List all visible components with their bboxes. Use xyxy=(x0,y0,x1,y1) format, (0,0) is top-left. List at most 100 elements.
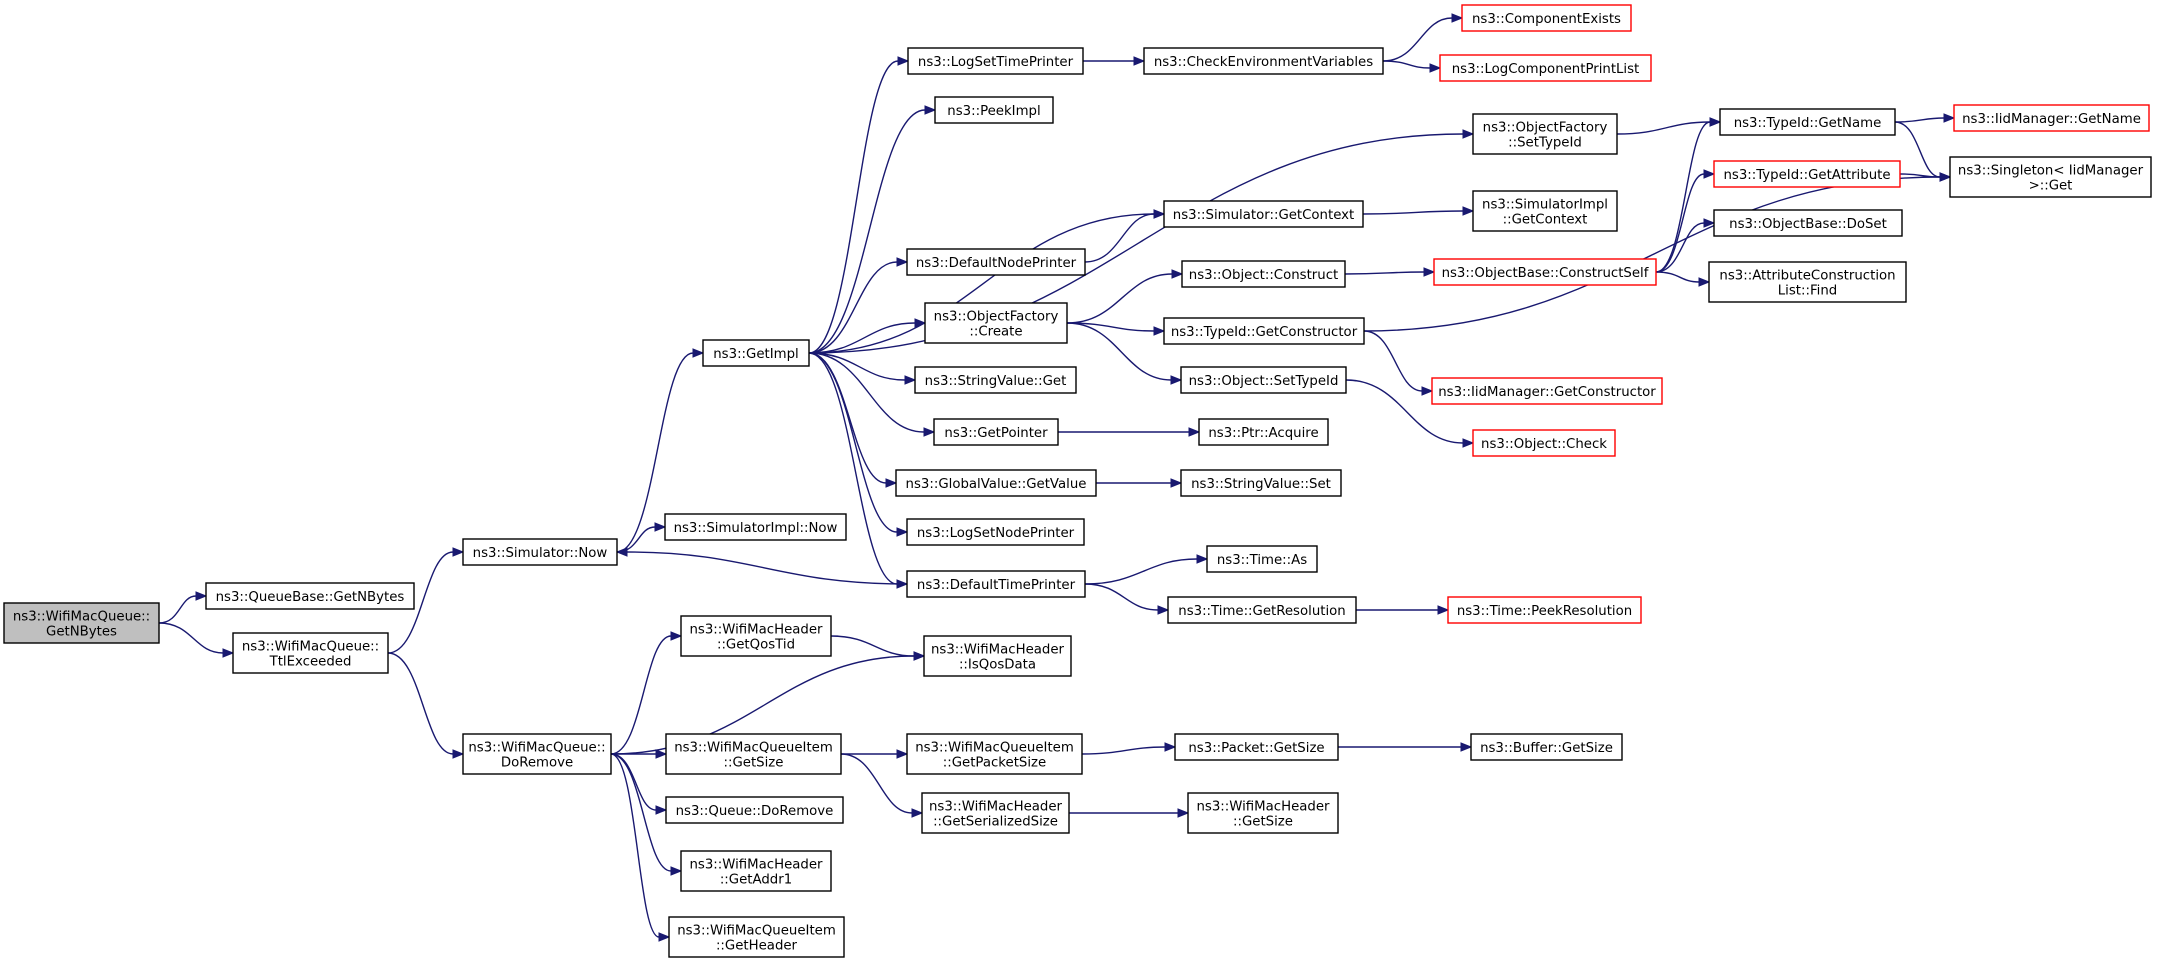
edge-line xyxy=(610,753,672,872)
arrowhead-icon xyxy=(1703,169,1716,179)
node-hdrgetsize[interactable]: ns3::WifiMacHeader::GetSize xyxy=(1187,792,1339,834)
edge-itemgetsize-to-getsersize xyxy=(840,753,924,818)
node-label: ::GetPacketSize xyxy=(943,756,1046,771)
node-defnodeprinter[interactable]: ns3::DefaultNodePrinter xyxy=(906,248,1086,276)
node-isqosdata[interactable]: ns3::WifiMacHeader::IsQosData xyxy=(923,635,1072,677)
arrowhead-icon xyxy=(923,427,936,437)
node-objcheck[interactable]: ns3::Object::Check xyxy=(1472,429,1616,457)
node-getpointer[interactable]: ns3::GetPointer xyxy=(933,418,1059,446)
arrowhead-icon xyxy=(914,318,927,328)
edge-line xyxy=(610,635,672,755)
arrowhead-icon xyxy=(1939,172,1952,182)
node-iidgetconstructor[interactable]: ns3::IidManager::GetConstructor xyxy=(1431,377,1663,405)
node-itemgetheader[interactable]: ns3::WifiMacQueueItem::GetHeader xyxy=(668,916,845,958)
node-box xyxy=(1163,317,1365,345)
node-obdoset[interactable]: ns3::ObjectBase::DoSet xyxy=(1713,209,1903,237)
node-checkenv[interactable]: ns3::CheckEnvironmentVariables xyxy=(1143,47,1384,75)
node-singletonget[interactable]: ns3::Singleton< IidManager>::Get xyxy=(1949,156,2152,198)
node-logsettimeprinter[interactable]: ns3::LogSetTimePrinter xyxy=(907,47,1084,75)
node-tidgetname[interactable]: ns3::TypeId::GetName xyxy=(1719,108,1896,136)
edge-tidgetconstructor-to-singletonget xyxy=(1363,172,1952,332)
node-queuedoremove[interactable]: ns3::Queue::DoRemove xyxy=(665,796,844,824)
node-simgetcontext[interactable]: ns3::Simulator::GetContext xyxy=(1163,200,1364,228)
node-root[interactable]: ns3::WifiMacQueue::GetNBytes xyxy=(3,602,160,644)
node-getaddr1[interactable]: ns3::WifiMacHeader::GetAddr1 xyxy=(680,850,832,892)
edge-ttl-to-doremove xyxy=(387,652,465,759)
node-box xyxy=(924,302,1068,344)
node-box xyxy=(1433,258,1657,286)
node-objsettypeid[interactable]: ns3::Object::SetTypeId xyxy=(1180,366,1347,394)
node-timepeekres[interactable]: ns3::Time::PeekResolution xyxy=(1447,596,1642,624)
node-getsersize[interactable]: ns3::WifiMacHeader::GetSerializedSize xyxy=(921,792,1070,834)
arrowhead-icon xyxy=(655,805,668,815)
edge-line xyxy=(158,622,224,654)
node-label: ::GetHeader xyxy=(716,939,798,954)
node-svset[interactable]: ns3::StringValue::Set xyxy=(1180,469,1342,497)
node-deftimeprinter[interactable]: ns3::DefaultTimePrinter xyxy=(906,570,1086,598)
node-box xyxy=(1713,160,1901,188)
edge-line xyxy=(1616,121,1711,135)
node-itemgetsize[interactable]: ns3::WifiMacQueueItem::GetSize xyxy=(665,733,842,775)
node-gvgetvalue[interactable]: ns3::GlobalValue::GetValue xyxy=(895,469,1097,497)
node-tidgetconstructor[interactable]: ns3::TypeId::GetConstructor xyxy=(1163,317,1365,345)
edge-obconstructself-to-tidgetattribute xyxy=(1655,169,1716,273)
call-nodes: ns3::WifiMacQueue::GetNBytes ns3::QueueBa… xyxy=(3,4,2152,958)
edge-line xyxy=(1362,210,1464,215)
node-label: ns3::LogSetNodePrinter xyxy=(917,526,1075,541)
node-box xyxy=(1143,47,1384,75)
node-hdrgetqostid[interactable]: ns3::WifiMacHeader::GetQosTid xyxy=(680,615,832,657)
node-getpacketsize[interactable]: ns3::WifiMacQueueItem::GetPacketSize xyxy=(906,733,1083,775)
node-simimplgetcontext[interactable]: ns3::SimulatorImpl::GetContext xyxy=(1472,190,1618,232)
node-qbgetnbytes[interactable]: ns3::QueueBase::GetNBytes xyxy=(205,582,415,610)
node-peekimpl[interactable]: ns3::PeekImpl xyxy=(934,96,1054,124)
node-timegetres[interactable]: ns3::Time::GetResolution xyxy=(1167,596,1357,624)
edge-getimpl-to-peekimpl xyxy=(808,105,937,354)
arrowhead-icon xyxy=(1460,742,1473,752)
edge-getimpl-to-svget xyxy=(808,352,917,385)
node-compexists[interactable]: ns3::ComponentExists xyxy=(1461,4,1632,32)
edge-line xyxy=(158,595,197,624)
node-tidgetattribute[interactable]: ns3::TypeId::GetAttribute xyxy=(1713,160,1901,188)
node-simnow[interactable]: ns3::Simulator::Now xyxy=(462,538,618,566)
node-box xyxy=(1181,260,1346,288)
edge-line xyxy=(1345,379,1464,444)
node-label: ::GetContext xyxy=(1503,213,1588,228)
node-objconstruct[interactable]: ns3::Object::Construct xyxy=(1181,260,1346,288)
node-svget[interactable]: ns3::StringValue::Get xyxy=(914,366,1077,394)
node-label: ns3::TypeId::GetName xyxy=(1734,116,1882,131)
node-box xyxy=(1708,261,1907,303)
node-label: ns3::Queue::DoRemove xyxy=(676,804,834,819)
node-logsetnodeprinter[interactable]: ns3::LogSetNodePrinter xyxy=(906,518,1085,546)
arrowhead-icon xyxy=(1196,554,1209,564)
node-timeas[interactable]: ns3::Time::As xyxy=(1206,545,1318,573)
node-label: ns3::ObjectBase::ConstructSelf xyxy=(1442,266,1649,281)
edge-hdrgetqostid-to-isqosdata xyxy=(830,635,926,661)
node-logcompprintlist[interactable]: ns3::LogComponentPrintList xyxy=(1439,54,1652,82)
node-box xyxy=(1949,156,2152,198)
node-box xyxy=(664,513,847,541)
node-box xyxy=(1719,108,1896,136)
node-label: ns3::LogSetTimePrinter xyxy=(918,55,1074,70)
node-packetgetsize[interactable]: ns3::Packet::GetSize xyxy=(1174,733,1339,761)
node-doremove[interactable]: ns3::WifiMacQueue::DoRemove xyxy=(462,733,612,775)
arrowhead-icon xyxy=(670,866,683,876)
node-box xyxy=(680,850,832,892)
node-iidgetname[interactable]: ns3::IidManager::GetName xyxy=(1953,104,2150,132)
node-ofcreate[interactable]: ns3::ObjectFactory::Create xyxy=(924,302,1068,344)
node-ptracquire[interactable]: ns3::Ptr::Acquire xyxy=(1198,418,1329,446)
node-obconstructself[interactable]: ns3::ObjectBase::ConstructSelf xyxy=(1433,258,1657,286)
edge-doremove-to-itemgetsize xyxy=(611,749,668,759)
node-box xyxy=(1472,190,1618,232)
node-label: ns3::Packet::GetSize xyxy=(1188,741,1324,756)
edge-defnodeprinter-to-simgetcontext xyxy=(1084,209,1166,263)
edge-simgetcontext-to-simimplgetcontext xyxy=(1362,206,1475,216)
node-getimpl[interactable]: ns3::GetImpl xyxy=(702,339,810,367)
node-box xyxy=(1953,104,2150,132)
node-ofsettypeid[interactable]: ns3::ObjectFactory::SetTypeId xyxy=(1472,113,1618,155)
node-label: ns3::WifiMacHeader xyxy=(931,643,1065,658)
node-simimplnow[interactable]: ns3::SimulatorImpl::Now xyxy=(664,513,847,541)
node-bufgetsize[interactable]: ns3::Buffer::GetSize xyxy=(1470,733,1623,761)
node-ttl[interactable]: ns3::WifiMacQueue::TtlExceeded xyxy=(232,632,389,674)
arrowhead-icon xyxy=(195,591,208,601)
